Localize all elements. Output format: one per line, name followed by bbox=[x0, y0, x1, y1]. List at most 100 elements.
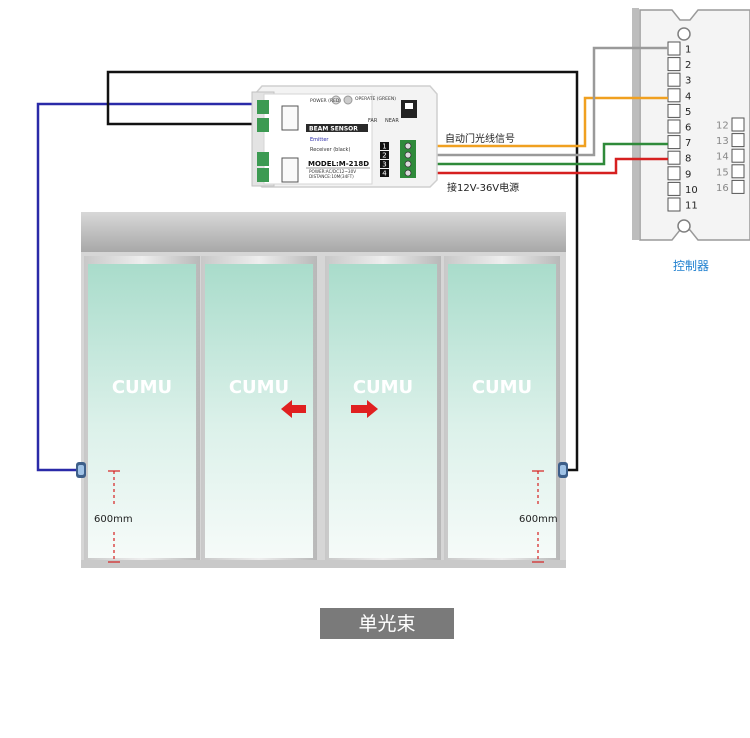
beam-emitter-eye bbox=[76, 462, 86, 478]
receiver-connector-a bbox=[257, 152, 269, 166]
controller-terminal-3 bbox=[667, 72, 681, 87]
wire-blue bbox=[36, 102, 262, 472]
side-terminal-12 bbox=[731, 117, 745, 132]
door-header bbox=[81, 212, 566, 252]
wire-black bbox=[106, 70, 579, 472]
controller-label: 控制器 bbox=[673, 259, 709, 273]
panel-logo-1: CUMU bbox=[112, 377, 172, 398]
sensor-terminal-number-2: 2 bbox=[382, 152, 386, 160]
door-threshold bbox=[81, 560, 566, 568]
sensor-terminal-number-4: 4 bbox=[382, 170, 387, 178]
terminal-screw-1 bbox=[404, 142, 412, 150]
controller-terminal-5 bbox=[667, 103, 681, 118]
arrow-left-icon bbox=[281, 400, 306, 418]
side-terminal-label-16: 16 bbox=[716, 183, 729, 194]
door-panel-glass-4 bbox=[448, 264, 556, 558]
wires bbox=[36, 46, 668, 472]
controller-terminal-label-8: 8 bbox=[685, 154, 691, 165]
power-led bbox=[331, 95, 341, 105]
signal-label: 自动门光线信号 bbox=[445, 132, 515, 145]
panel-logo-4: CUMU bbox=[472, 377, 532, 398]
controller-terminal-label-7: 7 bbox=[685, 138, 691, 149]
controller-terminal-label-1: 1 bbox=[685, 45, 691, 56]
far-label: FAR bbox=[368, 118, 378, 124]
power-spec: POWER:AC/DC12~30V bbox=[309, 169, 356, 174]
panel-logo-2: CUMU bbox=[229, 377, 289, 398]
side-terminal-label-14: 14 bbox=[716, 152, 729, 163]
side-terminal-16 bbox=[731, 179, 745, 194]
height-label-left: 600mm bbox=[94, 514, 133, 525]
operate-led bbox=[343, 95, 353, 105]
power-led-label: POWER (RED) bbox=[310, 98, 341, 104]
controller-terminal-6 bbox=[667, 119, 681, 134]
controller-terminal-8 bbox=[667, 150, 681, 165]
mount-hole-bottom bbox=[677, 219, 691, 233]
side-terminal-14 bbox=[731, 148, 745, 163]
height-dimension-left bbox=[108, 470, 120, 563]
sensor-terminal-number-1: 1 bbox=[382, 143, 386, 151]
controller-terminal-11 bbox=[667, 197, 681, 212]
controller-terminal-label-4: 4 bbox=[685, 91, 691, 102]
emitter-label: Emitter bbox=[310, 137, 329, 143]
beam-receiver-eye bbox=[558, 462, 568, 478]
controller-rail bbox=[632, 8, 639, 240]
operate-led-label: OPERATE (GREEN) bbox=[355, 96, 396, 102]
sensor-terminal-box-1 bbox=[380, 142, 389, 150]
title-label: 单光束 bbox=[358, 613, 415, 635]
terminal-block bbox=[400, 140, 416, 178]
terminal-screw-3 bbox=[404, 160, 412, 168]
sliding-door: CUMU CUMU CUMU CUMU 600mm 600mm bbox=[76, 212, 568, 568]
door-panels: CUMU CUMU CUMU CUMU bbox=[84, 256, 560, 562]
power-supply-label: 接12V-36V电源 bbox=[447, 181, 519, 194]
distance-spec: DISTANCE:10M(34FT) bbox=[309, 174, 354, 179]
emitter-plug bbox=[281, 105, 299, 131]
controller-terminal-1 bbox=[667, 41, 681, 56]
controller-terminal-2 bbox=[667, 57, 681, 72]
side-terminal-strip: 12 13 14 15 16 bbox=[716, 117, 745, 194]
emitter-connector-b bbox=[257, 118, 269, 132]
controller-terminal-label-3: 3 bbox=[685, 76, 691, 87]
controller-terminal-9 bbox=[667, 166, 681, 181]
side-terminal-label-12: 12 bbox=[716, 121, 729, 132]
arrow-right-icon bbox=[351, 400, 378, 418]
near-label: NEAR bbox=[385, 118, 399, 124]
terminal-screw-4 bbox=[404, 169, 412, 177]
terminal-screw-2 bbox=[404, 151, 412, 159]
side-terminal-label-13: 13 bbox=[716, 136, 729, 147]
controller-terminal-4 bbox=[667, 88, 681, 103]
controller-terminal-7 bbox=[667, 135, 681, 150]
controller-terminal-label-5: 5 bbox=[685, 107, 691, 118]
side-terminal-label-15: 15 bbox=[716, 167, 729, 178]
receiver-plug bbox=[281, 157, 299, 183]
controller-terminal-10 bbox=[667, 181, 681, 196]
wire-gray bbox=[415, 46, 668, 157]
controller-terminal-label-11: 11 bbox=[685, 201, 698, 212]
panel-logo-3: CUMU bbox=[353, 377, 413, 398]
controller-terminal-label-2: 2 bbox=[685, 60, 691, 71]
sensor-terminal-box-2 bbox=[380, 151, 389, 159]
model-label: MODEL:M-218D bbox=[308, 160, 369, 168]
receiver-label: Receiver (black) bbox=[310, 147, 350, 153]
title-badge bbox=[320, 608, 454, 639]
wire-green bbox=[415, 142, 668, 166]
controller-terminal-label-6: 6 bbox=[685, 123, 691, 134]
side-terminal-15 bbox=[731, 164, 745, 179]
controller-terminal-label-10: 10 bbox=[685, 185, 698, 196]
side-terminal-13 bbox=[731, 133, 745, 148]
sensor-terminal-box-3 bbox=[380, 160, 389, 168]
height-label-right: 600mm bbox=[519, 514, 558, 525]
wire-orange bbox=[415, 96, 668, 148]
sensor-terminal-number-3: 3 bbox=[382, 161, 386, 169]
brand-label: BEAM SENSOR bbox=[309, 126, 358, 133]
door-panel-glass-1 bbox=[88, 264, 196, 558]
receiver-connector-b bbox=[257, 168, 269, 182]
sensor-terminal-box-4 bbox=[380, 169, 389, 177]
brand-bar bbox=[306, 124, 368, 132]
mount-hole-top bbox=[677, 27, 691, 41]
height-dimension-right bbox=[532, 470, 544, 563]
wire-red bbox=[415, 157, 668, 175]
